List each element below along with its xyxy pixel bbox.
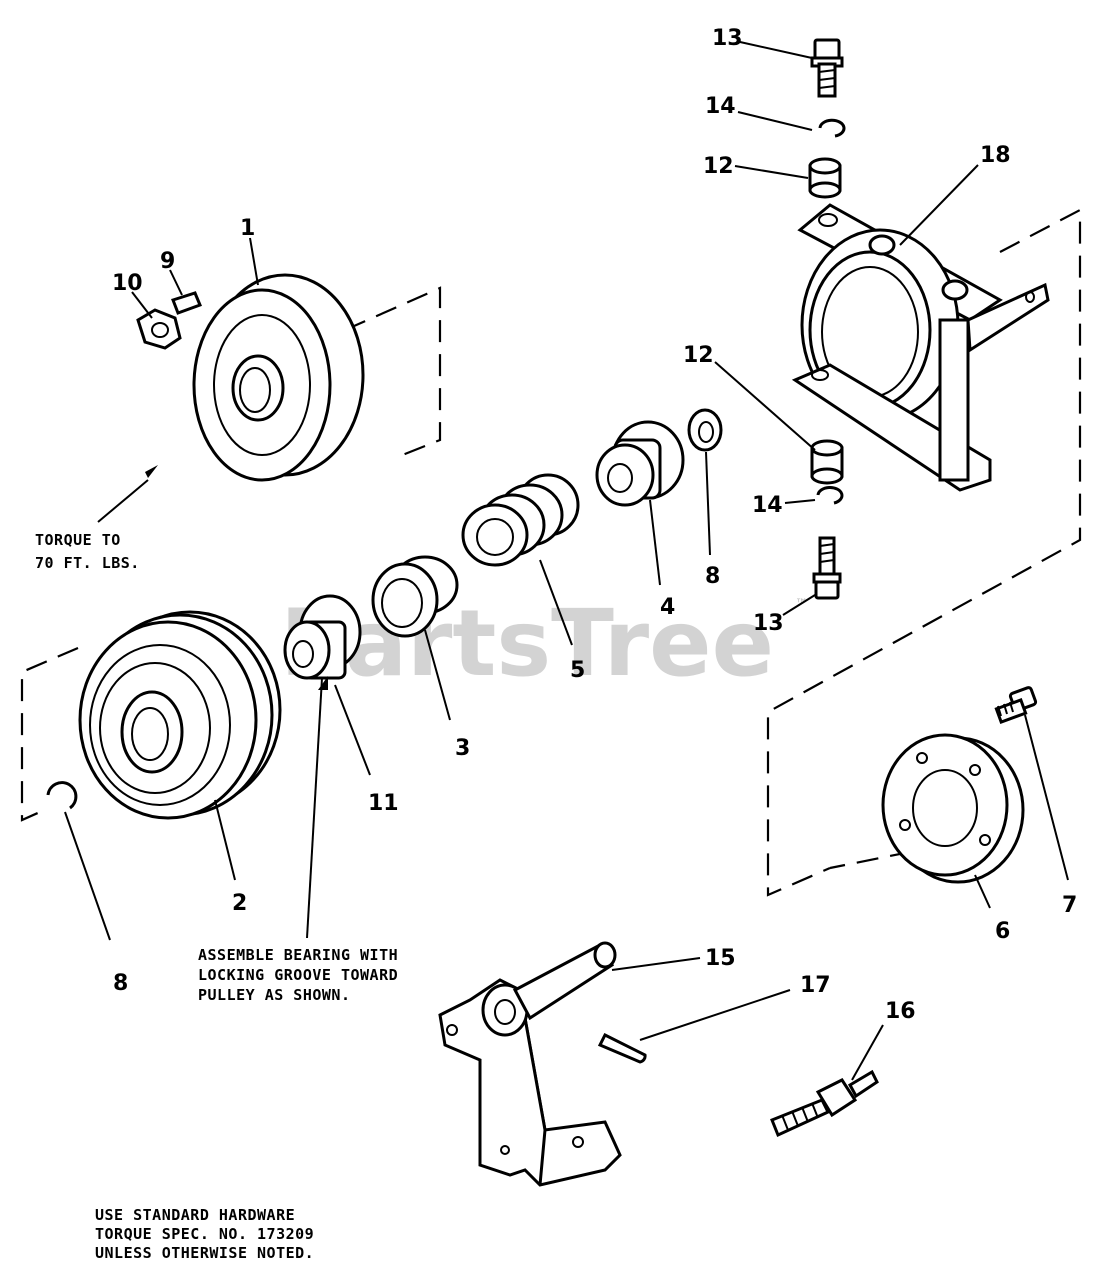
arrow-heads: [145, 465, 328, 690]
spacer-part-4: [595, 420, 685, 507]
note-bearing-line-1: ASSEMBLE BEARING WITH: [198, 946, 398, 964]
note-bearing: ASSEMBLE BEARING WITH LOCKING GROOVE TOW…: [198, 946, 398, 1004]
spacer-part-12-top: [808, 157, 842, 199]
callout-13-bottom: 13: [753, 611, 784, 636]
callout-numbers: 1 9 10 2 8 3 11 5 4 8 13 14 12 18 12 14 …: [112, 26, 1077, 1024]
nut-part-10: [136, 308, 182, 350]
lock-washer-part-14-top: [818, 118, 846, 138]
bearing-part-11: [283, 594, 362, 680]
callout-12-top: 12: [703, 154, 734, 179]
callout-17: 17: [800, 973, 831, 998]
watermark: PartsTree: [280, 590, 774, 697]
key-part-9: [171, 291, 202, 315]
note-hardware-line-3: UNLESS OTHERWISE NOTED.: [95, 1244, 314, 1262]
spacer-part-12-bottom: [810, 439, 844, 485]
bolt-part-7: [994, 686, 1038, 724]
callout-12-bottom: 12: [683, 343, 714, 368]
assembly-line-right: [766, 208, 1082, 897]
callout-8-right: 8: [705, 564, 720, 589]
callout-14-bottom: 14: [752, 493, 783, 518]
callout-11: 11: [368, 791, 399, 816]
bracket-part-18: [791, 203, 1050, 492]
leader-lines: [64, 41, 1069, 1081]
callout-13-top: 13: [712, 26, 743, 51]
assembly-line-upper-left: [344, 286, 442, 460]
lock-washer-part-14-bottom: [816, 485, 844, 505]
idler-pulley-part-1: [192, 273, 365, 482]
note-torque: TORQUE TO 70 FT. LBS.: [35, 531, 140, 572]
callout-15: 15: [705, 946, 736, 971]
callout-7: 7: [1062, 893, 1077, 918]
note-torque-line-1: TORQUE TO: [35, 531, 121, 549]
callout-8-left: 8: [113, 971, 128, 996]
callout-14-top: 14: [705, 94, 736, 119]
idler-arm-part-15: [438, 941, 622, 1187]
callout-3: 3: [455, 736, 470, 761]
assembly-line-lower-left: [20, 646, 79, 822]
callout-2: 2: [232, 891, 247, 916]
callout-1: 1: [240, 216, 255, 241]
note-hardware: USE STANDARD HARDWARE TORQUE SPEC. NO. 1…: [95, 1206, 314, 1262]
bolt-part-13-top: [810, 38, 844, 98]
callout-18: 18: [980, 143, 1011, 168]
cotter-pin-part-17: [597, 1032, 647, 1064]
callout-10: 10: [112, 271, 143, 296]
bolt-part-13-bottom: [812, 536, 842, 600]
note-bearing-line-2: LOCKING GROOVE TOWARD: [198, 966, 398, 984]
flange-part-6: [881, 733, 1025, 884]
spring-washer-part-8-right: [687, 408, 723, 452]
bushing-part-3: [371, 555, 459, 638]
spring-part-5: [461, 473, 580, 567]
spring-washer-part-8-left: [46, 781, 78, 810]
stud-part-16: [770, 1069, 879, 1138]
note-hardware-line-2: TORQUE SPEC. NO. 173209: [95, 1225, 314, 1243]
note-torque-line-2: 70 FT. LBS.: [35, 554, 140, 572]
callout-9: 9: [160, 249, 175, 274]
note-bearing-line-3: PULLEY AS SHOWN.: [198, 986, 351, 1004]
callout-16: 16: [885, 999, 916, 1024]
drive-pulley-part-2: [78, 610, 282, 820]
note-hardware-line-1: USE STANDARD HARDWARE: [95, 1206, 295, 1224]
callout-5: 5: [570, 658, 585, 683]
callout-6: 6: [995, 919, 1010, 944]
callout-4: 4: [660, 595, 675, 620]
